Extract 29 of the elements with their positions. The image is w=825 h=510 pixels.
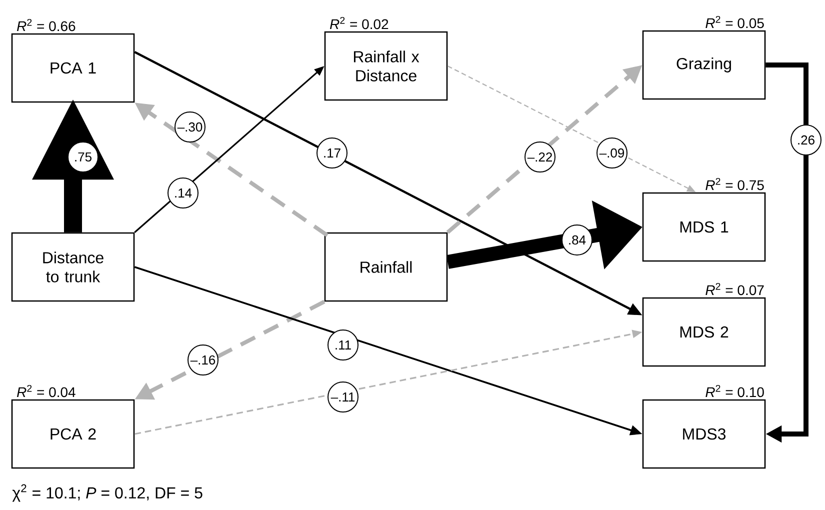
variable-box: Rainfall x Distance: [324, 31, 448, 101]
coefficient-label: –.11: [328, 382, 358, 412]
variable-box: MDS3: [642, 399, 766, 469]
variable-box: MDS 1: [642, 192, 766, 262]
r-squared-label: R$^{2}$ = 0.75: [706, 178, 764, 190]
coefficient-label: –.16: [188, 344, 218, 376]
coefficient-label: .26: [790, 124, 822, 156]
r-squared-label: R$^{2}$ = 0.05: [706, 16, 764, 28]
variable-box: Rainfall: [324, 232, 448, 302]
coefficient-label: .11: [328, 330, 358, 360]
variable-box: PCA 1: [11, 33, 135, 103]
r-squared-label: R$^{2}$ = 0.04: [16, 384, 76, 398]
r-squared-label: R$^{2}$ = 0.02: [330, 16, 388, 30]
variable-box: PCA 2: [11, 399, 135, 469]
r-squared-label: R$^{2}$ = 0.10: [706, 384, 764, 398]
variable-box: Distance to trunk: [11, 232, 135, 302]
r-squared-label: R$^{2}$ = 0.66: [16, 18, 76, 32]
coefficient-label: –.09: [596, 138, 628, 168]
coefficient-label: .14: [168, 178, 198, 208]
path-arrow: [766, 62, 808, 443]
coefficient-label: .75: [68, 142, 98, 172]
variable-box: Grazing: [642, 30, 766, 100]
fit-statistics: χ$^{2}$ = 10.1; P = 0.12, DF = 5: [12, 484, 202, 502]
coefficient-label: –.22: [524, 142, 556, 172]
r-squared-label: R$^{2}$ = 0.07: [706, 282, 764, 296]
coefficient-label: .84: [562, 224, 592, 256]
variable-box: MDS 2: [642, 297, 766, 367]
coefficient-label: .17: [316, 138, 348, 168]
coefficient-label: –.30: [174, 112, 206, 142]
